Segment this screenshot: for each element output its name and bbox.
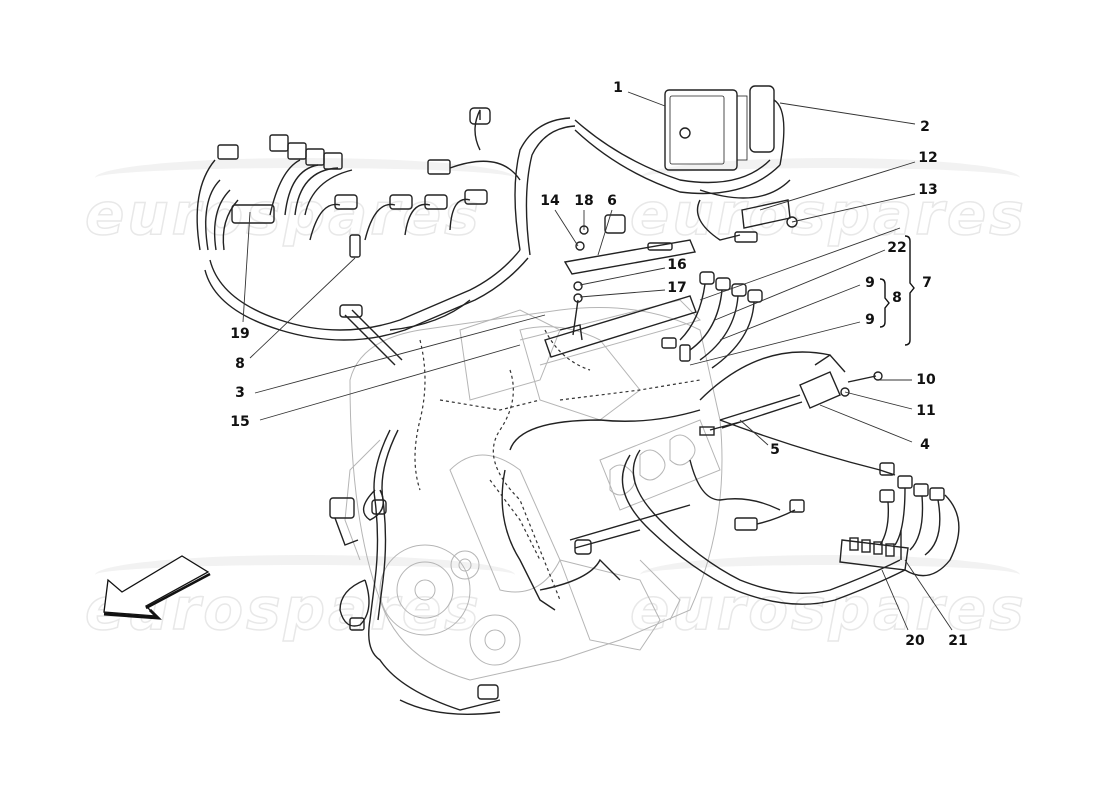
hidden-harness-dashed <box>414 329 701 601</box>
bracket-group-8 <box>879 278 890 328</box>
watermark-swoosh <box>95 158 515 198</box>
callout-12: 12 <box>918 150 938 166</box>
callout-13: 13 <box>918 182 938 198</box>
callout-21: 21 <box>948 633 968 649</box>
callout-5: 5 <box>770 442 780 458</box>
callout-1: 1 <box>613 80 623 96</box>
callout-6: 6 <box>607 193 617 209</box>
callout-17: 17 <box>667 280 687 296</box>
watermark-swoosh <box>640 555 1020 595</box>
watermark-swoosh <box>95 555 515 595</box>
callout-20: 20 <box>905 633 925 649</box>
bracket-group-7 <box>904 235 915 346</box>
callout-18: 18 <box>574 193 594 209</box>
callout-10: 10 <box>916 372 936 388</box>
leader-lines <box>242 91 953 631</box>
engine-block-ghost <box>344 299 723 681</box>
callout-19: 19 <box>230 326 250 342</box>
callout-14: 14 <box>540 193 560 209</box>
callout-15: 15 <box>230 414 250 430</box>
callout-8: 8 <box>235 356 245 372</box>
callout-9-upper: 9 <box>865 275 875 291</box>
wiring-harness <box>196 85 960 715</box>
callout-4: 4 <box>920 437 930 453</box>
group-brackets <box>879 235 915 346</box>
callout-2: 2 <box>920 119 930 135</box>
watermark-text: eurospares <box>629 574 1027 644</box>
callout-8-group: 8 <box>892 290 902 306</box>
watermark-text: eurospares <box>84 179 482 249</box>
callout-7-group: 7 <box>922 275 932 291</box>
callout-16: 16 <box>667 257 687 273</box>
callout-3: 3 <box>235 385 245 401</box>
callout-11: 11 <box>916 403 936 419</box>
callout-9-lower: 9 <box>865 312 875 328</box>
watermark-swoosh <box>640 158 1020 198</box>
callout-22: 22 <box>887 240 907 256</box>
direction-arrow <box>103 555 211 620</box>
